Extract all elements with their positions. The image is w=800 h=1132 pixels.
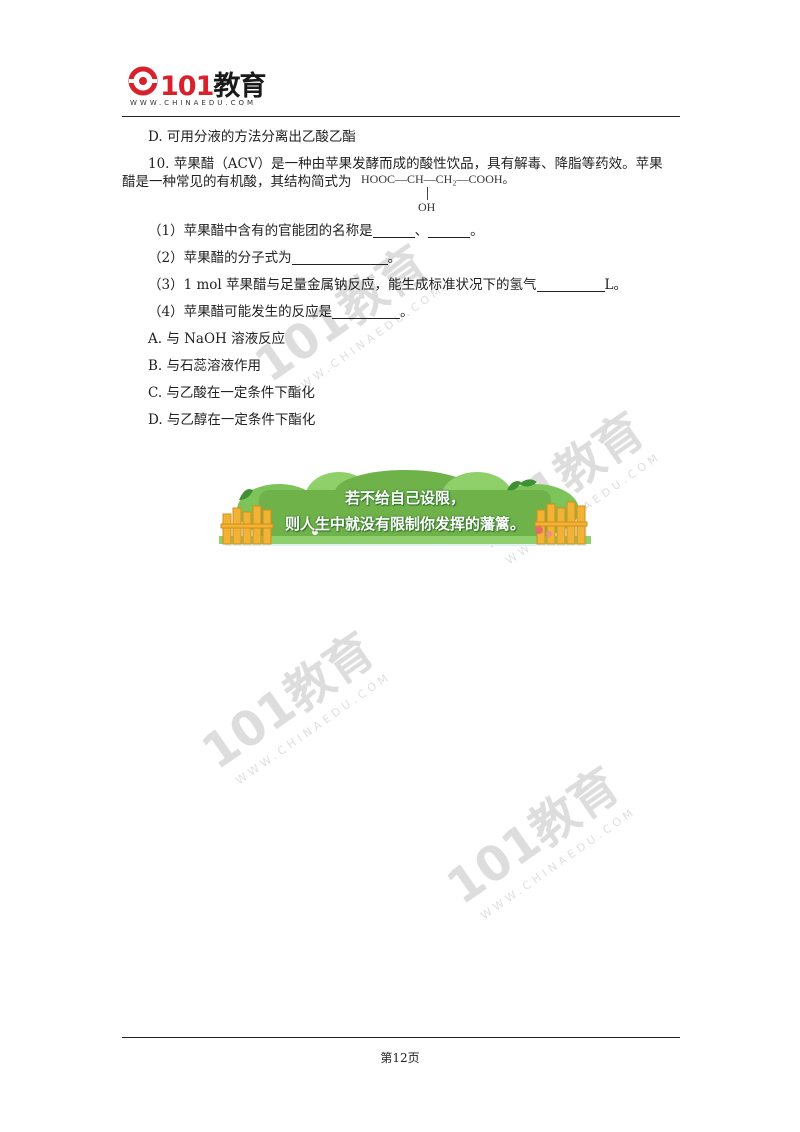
sub-question-2: （2）苹果醋的分子式为。 <box>148 250 402 266</box>
answer-blank[interactable] <box>332 304 401 319</box>
answer-blank[interactable] <box>372 223 415 238</box>
formula-hydroxyl: OH <box>418 200 436 214</box>
answer-blank[interactable] <box>428 223 471 238</box>
answer-blank[interactable] <box>291 250 388 265</box>
logo: 101教育 WWW.CHINAEDU.COM <box>128 66 268 110</box>
formula-main-chain: HOOC—CH—CH₂—COOH。 <box>361 172 515 186</box>
option-a: A. 与 NaOH 溶液反应 <box>148 331 286 347</box>
question-10-line-2: 醋是一种常见的有机酸，其结构简式为 <box>122 174 352 190</box>
logo-text: 101教育 <box>160 71 266 102</box>
banner-illustration <box>219 470 591 546</box>
motivational-banner: 若不给自己设限， 则人生中就没有限制你发挥的藩篱。 <box>219 470 591 548</box>
answer-blank[interactable] <box>536 277 605 292</box>
structural-formula: HOOC—CH—CH₂—COOH。 OH <box>361 170 561 216</box>
footer-divider <box>122 1037 680 1038</box>
sub-question-4: （4）苹果醋可能发生的反应是。 <box>148 304 414 320</box>
logo-subtitle: WWW.CHINAEDU.COM <box>130 99 257 107</box>
banner-line-1: 若不给自己设限， <box>344 489 465 507</box>
sub-question-1: （1）苹果醋中含有的官能团的名称是、。 <box>148 223 484 239</box>
option-d: D. 与乙醇在一定条件下酯化 <box>148 412 316 428</box>
logo-mark-icon <box>128 66 158 96</box>
header-divider <box>122 116 680 117</box>
option-b: B. 与石蕊溶液作用 <box>148 358 262 374</box>
formula-bond <box>427 187 428 200</box>
page-number: 第12页 <box>380 1051 420 1065</box>
question-10-line-1: 10. 苹果醋（ACV）是一种由苹果发酵而成的酸性饮品，具有解毒、降脂等药效。苹… <box>148 156 663 172</box>
previous-option-d: D. 可用分液的方法分离出乙酸乙酯 <box>148 129 356 145</box>
option-c: C. 与乙酸在一定条件下酯化 <box>148 385 315 401</box>
banner-line-2: 则人生中就没有限制你发挥的藩篱。 <box>284 515 525 533</box>
